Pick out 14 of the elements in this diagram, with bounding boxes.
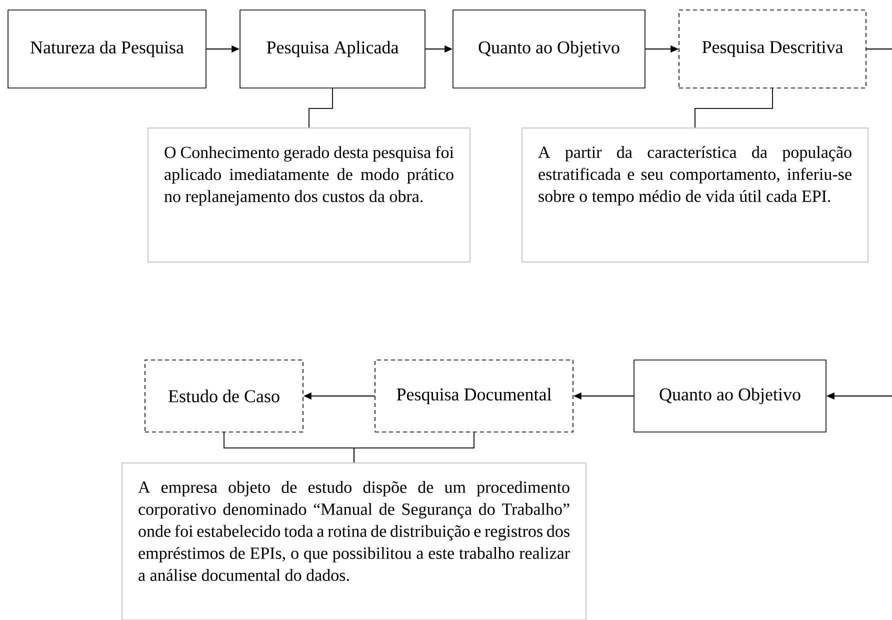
dashed-box: Estudo de Caso [144,360,304,432]
connector-line [866,48,892,50]
dashed-box: Pesquisa Documental [374,360,574,432]
note-box: A empresa objeto de estudo dispõe de um procedimento corporativo denominado “Manual de Segurança do Trabalho” onde foi estabelecido toda a rotina de distribuição e registros dos empréstimos de EPIs, o que possibilitou a este trabalho realizar a análise documental do dados. [122,462,586,620]
elbow-connector [354,432,474,463]
dashed-box: Pesquisa Descritiva [678,10,866,88]
process-box: Quanto ao Objetivo [634,360,826,432]
elbow-connector [694,88,773,128]
process-box: Quanto ao Objetivo [452,10,646,88]
note-box: O Conhecimento gerado desta pesquisa foi aplicado imediatamente de modo prático no replanejamento dos custos da obra. [148,128,470,262]
process-box: Natureza da Pesquisa [8,10,206,88]
elbow-connector [308,88,333,128]
note-box: A partir da característica da população estratificada e seu comportamento, inferiu-se sobre o tempo médio de vida útil cada EPI. [522,128,868,262]
process-box: Pesquisa Aplicada [240,10,426,88]
